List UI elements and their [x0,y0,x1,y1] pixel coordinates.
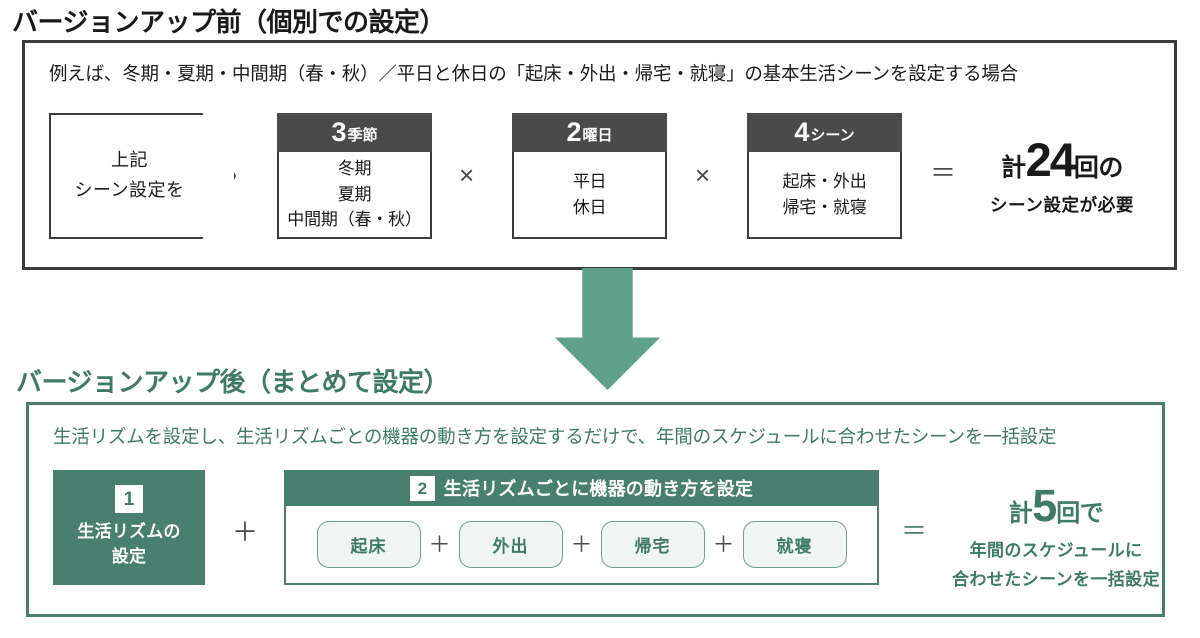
factor-box-seasons: 3 季節 冬期 夏期 中間期（春・秋） [277,113,432,239]
factor-seasons-body: 冬期 夏期 中間期（春・秋） [277,152,432,239]
after-lead-text: 生活リズムを設定し、生活リズムごとの機器の動き方を設定するだけで、年間のスケジュ… [53,426,1057,447]
factor-seasons-count: 3 [331,117,347,147]
factor-scenes-item-0: 起床・外出 [782,172,867,191]
step-1-line1: 生活リズムの [77,522,181,542]
factor-scenes-count: 4 [794,117,810,147]
factor-seasons-header: 3 季節 [277,113,432,152]
multiply-operator-2: × [695,160,711,190]
factor-days-item-1: 休日 [572,197,607,217]
step-2-badge: 2 [409,475,435,501]
source-scene-line2: シーン設定を [74,180,185,200]
step-2-header: 2 生活リズムごとに機器の動き方を設定 [284,470,879,506]
after-section-title: バージョンアップ後（まとめて設定） [16,367,449,397]
after-result-suffix: 回で [1056,500,1104,527]
factor-box-days: 2 曜日 平日 休日 [512,113,667,239]
factor-scenes-header: 4 シーン [747,113,902,152]
scene-plus-3: ＋ [712,531,735,557]
plus-operator-main: ＋ [232,517,259,547]
before-result: 計24回の シーン設定が必要 [962,136,1162,217]
factor-seasons-item-0: 冬期 [337,159,372,179]
step-1-line2: 設定 [111,547,147,566]
before-result-headline: 計24回の [962,136,1162,183]
down-arrow-icon [555,268,660,390]
factor-days-item-0: 平日 [572,172,607,191]
scene-plus-2: ＋ [570,531,593,557]
before-lead-text: 例えば、冬期・夏期・中間期（春・秋）／平日と休日の「起床・外出・帰宅・就寝」の基… [49,63,1018,84]
after-result-headline: 計5回で [940,483,1172,528]
before-result-suffix: 回の [1073,154,1124,182]
before-result-detail: シーン設定が必要 [990,195,1134,215]
before-section-title: バージョンアップ前（個別での設定） [12,7,445,37]
factor-box-scenes: 4 シーン 起床・外出 帰宅・就寝 [747,113,902,239]
scene-plus-1: ＋ [428,531,451,557]
factor-seasons-item-1: 夏期 [337,184,372,204]
after-result: 計5回で 年間のスケジュールに 合わせたシーンを一括設定 [940,483,1172,590]
after-result-number: 5 [1032,480,1057,531]
equals-operator-top: ＝ [930,158,957,188]
scene-pill-comehome[interactable]: 帰宅 [600,521,705,568]
factor-days-count: 2 [566,117,582,147]
after-result-prefix: 計 [1008,500,1033,527]
factor-seasons-unit: 季節 [347,127,378,144]
before-result-number: 24 [1025,133,1076,186]
factor-days-body: 平日 休日 [512,152,667,239]
step-2-body: 起床 ＋ 外出 ＋ 帰宅 ＋ 就寝 [284,506,879,585]
factor-days-unit: 曜日 [582,127,613,144]
after-result-detail-line2: 合わせたシーンを一括設定 [952,570,1160,589]
scene-pill-sleep[interactable]: 就寝 [742,521,847,568]
source-scene-line1: 上記 [111,150,148,171]
factor-seasons-item-2: 中間期（春・秋） [287,210,422,230]
factor-scenes-unit: シーン [810,127,855,144]
factor-days-header: 2 曜日 [512,113,667,152]
step-1-badge: 1 [115,485,143,514]
before-result-prefix: 計 [1001,154,1026,182]
scene-pill-goout[interactable]: 外出 [458,521,563,568]
source-scene-box: 上記 シーン設定を [49,113,236,239]
equals-operator-bottom: ＝ [901,516,928,546]
step-1-box: 1 生活リズムの 設定 [53,470,205,585]
factor-scenes-body: 起床・外出 帰宅・就寝 [747,152,902,239]
step-2-box: 2 生活リズムごとに機器の動き方を設定 起床 ＋ 外出 ＋ 帰宅 ＋ 就寝 [284,470,879,585]
multiply-operator-1: × [459,160,475,190]
step-2-header-text: 生活リズムごとに機器の動き方を設定 [443,479,754,499]
after-result-detail-line1: 年間のスケジュールに [969,541,1143,560]
factor-scenes-item-1: 帰宅・就寝 [782,197,867,217]
scene-pill-wakeup[interactable]: 起床 [316,521,421,568]
